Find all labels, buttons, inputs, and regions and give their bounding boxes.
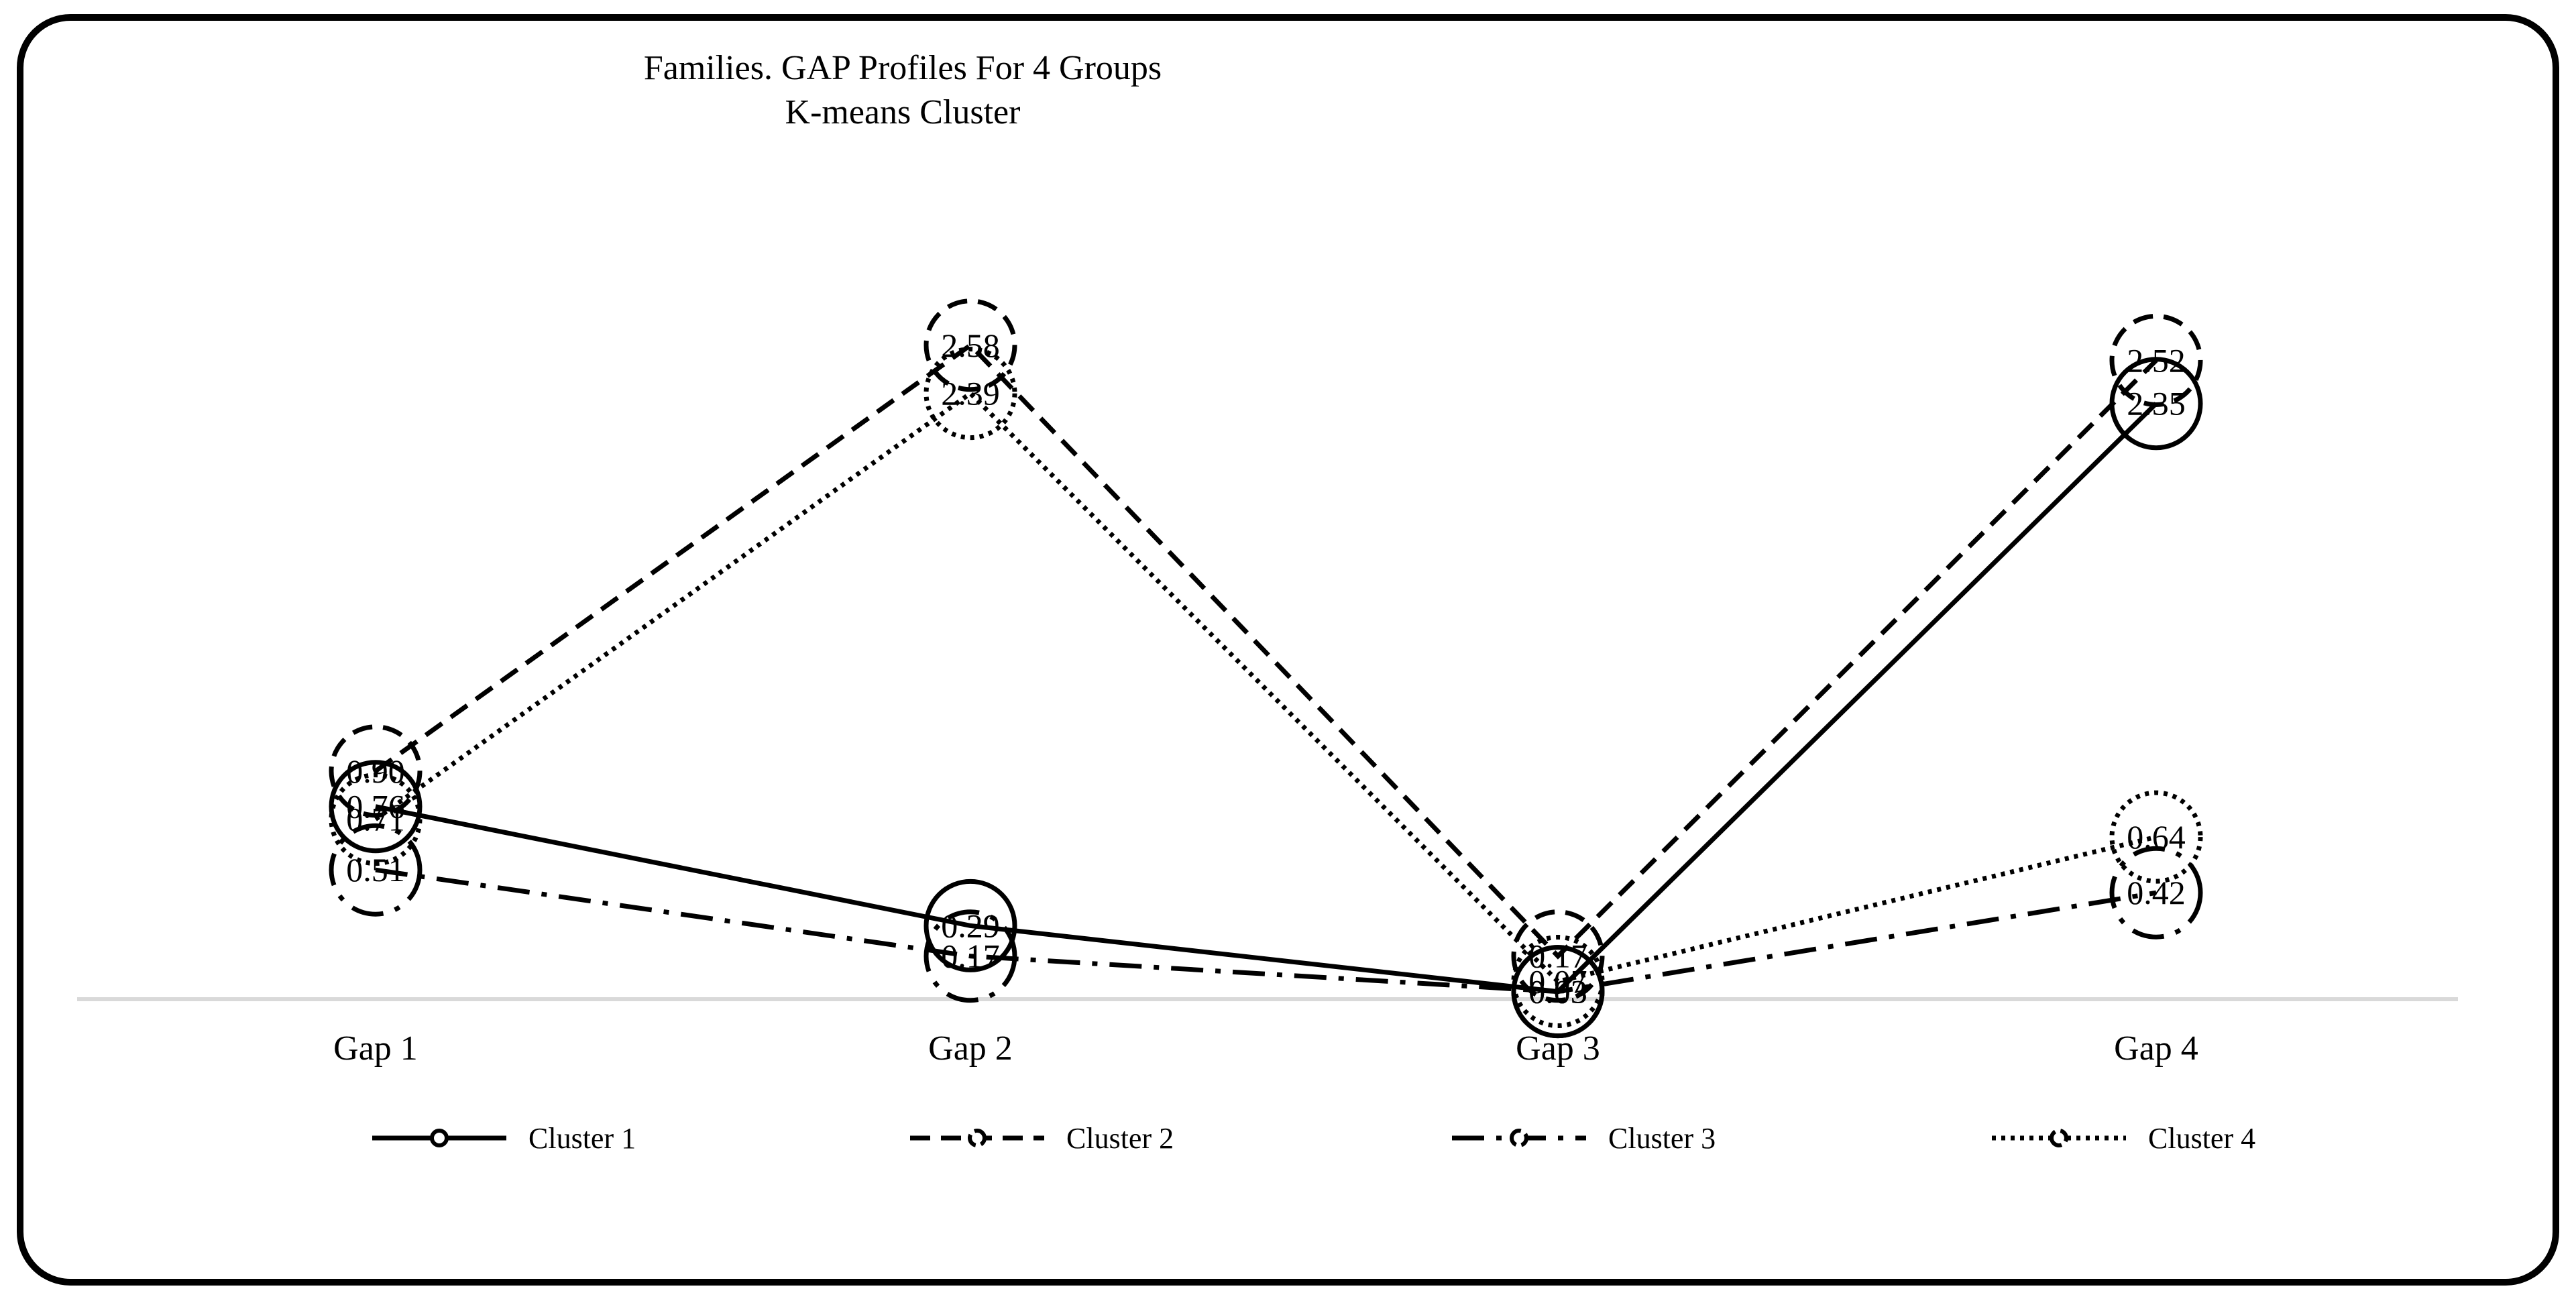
series-3: 0.510.170.030.42 xyxy=(329,823,2203,1039)
data-label: 0.17 xyxy=(941,938,1000,975)
legend-label: Cluster 2 xyxy=(1066,1122,1174,1155)
series-line xyxy=(375,402,2158,995)
data-label: 0.90 xyxy=(346,752,405,790)
legend-marker-swatch xyxy=(430,1129,449,1147)
legend-marker-swatch xyxy=(1510,1129,1528,1147)
data-point-marker xyxy=(1511,935,1605,1029)
data-label: 2.58 xyxy=(941,327,1000,364)
data-point-marker xyxy=(2109,790,2203,884)
data-point-marker xyxy=(329,773,423,866)
legend-item: Cluster 3 xyxy=(1452,1122,1716,1155)
series-line xyxy=(374,390,2157,984)
data-label: 0.64 xyxy=(2127,818,2186,856)
x-tick-label: Gap 3 xyxy=(1516,1029,1600,1068)
data-point-marker xyxy=(923,878,1017,972)
legend: Cluster 1 Cluster 2 Cluster 3 Cluster 4 xyxy=(372,1122,2255,1155)
series-layer: 0.760.290.032.350.902.580.172.520.510.17… xyxy=(329,298,2203,1039)
legend-marker-swatch xyxy=(968,1129,987,1147)
legend-label: Cluster 4 xyxy=(2148,1122,2255,1155)
x-tick-labels: Gap 1 Gap 2 Gap 3 Gap 4 xyxy=(333,1029,2198,1068)
series-4: 0.71 2.39 0.07 0.64 xyxy=(329,347,2203,1029)
series-2: 0.90 2.58 0.17 2.52 xyxy=(329,298,2203,1003)
legend-item: Cluster 4 xyxy=(1992,1122,2255,1155)
data-label: 0.07 xyxy=(1528,963,1587,1001)
data-point-marker xyxy=(923,347,1017,441)
data-point-marker xyxy=(923,298,1017,392)
data-label: 2.52 xyxy=(2127,341,2186,379)
data-point-marker xyxy=(329,823,423,917)
data-point-marker xyxy=(329,724,423,818)
chart-subtitle: K-means Cluster xyxy=(785,93,1021,131)
data-point-marker xyxy=(2109,313,2203,407)
data-point-marker xyxy=(1511,909,1605,1003)
legend-label: Cluster 1 xyxy=(528,1122,636,1155)
data-label: 0.71 xyxy=(346,801,405,838)
x-tick-label: Gap 1 xyxy=(333,1029,418,1068)
data-point-marker xyxy=(923,909,1017,1003)
legend-item: Cluster 2 xyxy=(910,1122,1174,1155)
chart-border xyxy=(17,14,2559,1286)
x-tick-label: Gap 4 xyxy=(2114,1029,2198,1068)
chart-title: Families. GAP Profiles For 4 Groups xyxy=(644,49,1162,87)
data-label: 2.39 xyxy=(941,375,1000,412)
series-line xyxy=(374,342,2158,960)
legend-item: Cluster 1 xyxy=(372,1122,636,1155)
x-tick-label: Gap 2 xyxy=(928,1029,1013,1068)
series-line xyxy=(375,867,2157,995)
data-point-marker xyxy=(2109,846,2203,940)
legend-marker-swatch xyxy=(2050,1129,2068,1147)
legend-label: Cluster 3 xyxy=(1608,1122,1716,1155)
